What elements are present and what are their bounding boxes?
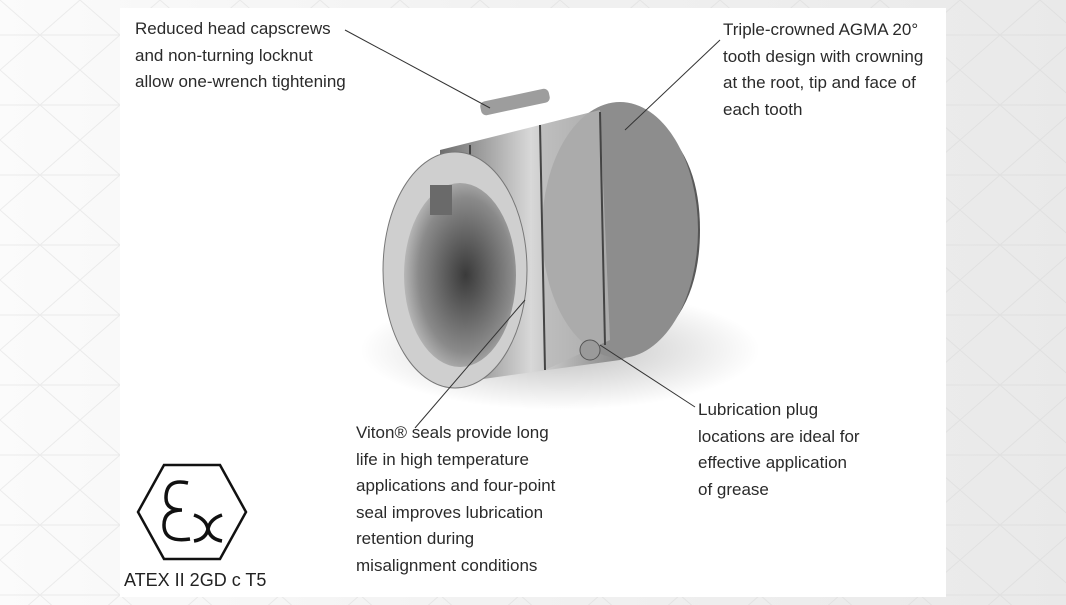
callout-line: locations are ideal for bbox=[698, 426, 860, 446]
leader-line-seals bbox=[414, 299, 526, 429]
callout-line: allow one-wrench tightening bbox=[135, 72, 346, 92]
atex-certification-label: ATEX II 2GD c T5 bbox=[124, 570, 267, 590]
callout-capscrews: Reduced head capscrews and non-turning l… bbox=[135, 16, 346, 96]
callout-line: retention during bbox=[356, 529, 475, 549]
callout-tooth-design: Triple-crowned AGMA 20° tooth design wit… bbox=[723, 17, 923, 123]
callout-line: Lubrication plug bbox=[698, 400, 819, 419]
callout-line: effective application bbox=[698, 453, 848, 473]
leader-line-lubrication bbox=[599, 344, 696, 408]
leader-line-tooth bbox=[624, 39, 721, 131]
callout-line: of grease bbox=[698, 479, 769, 499]
callout-lubrication: Lubrication plug locations are ideal for… bbox=[698, 397, 860, 503]
callout-line: tooth design with crowning bbox=[723, 46, 924, 66]
callout-line: at the root, tip and face of bbox=[723, 73, 916, 93]
leader-line-capscrews bbox=[344, 29, 491, 109]
callout-line: life in high temperature bbox=[356, 449, 529, 469]
callout-line: Viton® seals provide long bbox=[356, 423, 549, 442]
callout-line: applications and four-point bbox=[356, 476, 556, 496]
callout-line: and non-turning locknut bbox=[135, 45, 313, 65]
callout-line: each tooth bbox=[723, 99, 803, 119]
callout-line: Reduced head capscrews bbox=[135, 19, 331, 38]
callout-line: seal improves lubrication bbox=[356, 502, 544, 522]
callout-line: misalignment conditions bbox=[356, 555, 538, 575]
atex-ex-logo bbox=[136, 463, 248, 561]
callout-line: Triple-crowned AGMA 20° bbox=[723, 20, 919, 39]
callout-seals: Viton® seals provide long life in high t… bbox=[356, 420, 555, 580]
